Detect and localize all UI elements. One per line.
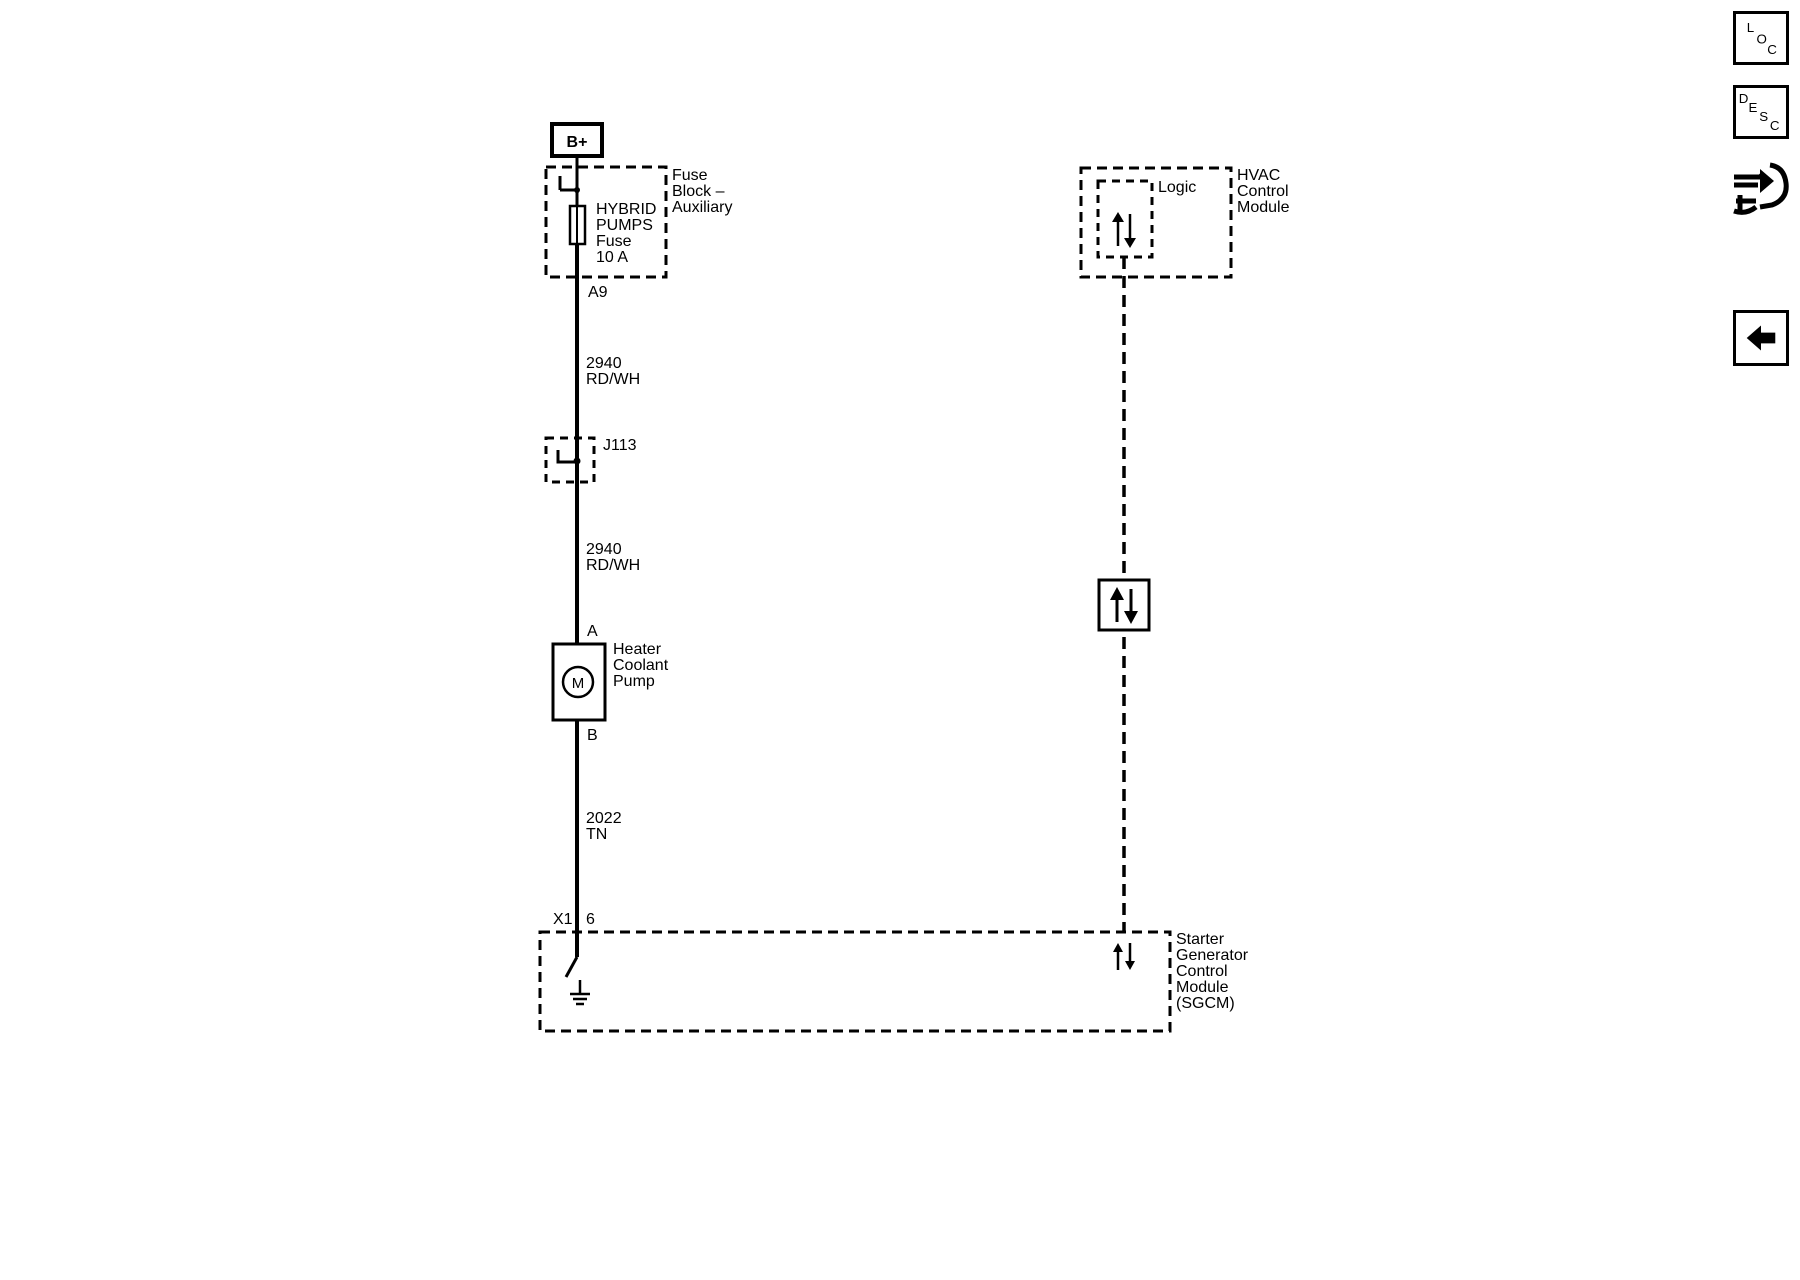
- sgcm-module: X1 6 Starter Generator Control Module (S…: [538, 911, 1253, 1033]
- desc-button[interactable]: D E S C: [1733, 85, 1789, 139]
- svg-text:L: L: [1747, 20, 1754, 35]
- fuse-block: Fuse Block – Auxiliary HYBRID PUMPS Fuse…: [544, 156, 732, 301]
- bidirectional-arrow-icon: [1112, 212, 1136, 248]
- connector-end-view-button[interactable]: [1730, 155, 1792, 225]
- pump-pin-a: A: [587, 623, 598, 640]
- splice-label: J113: [603, 437, 637, 454]
- wire-2-label: 2940 RD/WH: [586, 541, 640, 574]
- power-label: B+: [567, 134, 588, 151]
- sgcm-connector: X1: [553, 911, 573, 928]
- power-source: B+: [550, 122, 604, 158]
- description-icon: D E S C: [1739, 91, 1780, 133]
- back-arrow-icon: [1746, 325, 1776, 351]
- svg-text:C: C: [1770, 118, 1780, 133]
- svg-text:S: S: [1759, 109, 1768, 124]
- hvac-label: HVAC Control Module: [1237, 167, 1293, 216]
- svg-text:E: E: [1749, 100, 1758, 115]
- location-icon: L O C: [1747, 20, 1777, 57]
- ground-icon: [570, 980, 590, 1006]
- serial-data-icon: [1097, 578, 1151, 632]
- motor-symbol: M: [572, 675, 585, 692]
- motor-icon: [561, 665, 595, 699]
- svg-text:C: C: [1767, 42, 1777, 57]
- sgcm-bidirectional-icon: [1113, 943, 1135, 970]
- svg-text:O: O: [1757, 31, 1767, 46]
- heater-coolant-pump: A M Heater Coolant Pump B: [551, 623, 673, 744]
- fuse-label: HYBRID PUMPS Fuse 10 A: [596, 201, 661, 266]
- pump-pin-b: B: [587, 727, 598, 744]
- sgcm-pin: 6: [586, 911, 595, 928]
- wire-3-label: 2022 TN: [586, 810, 626, 843]
- fuse-block-label: Fuse Block – Auxiliary: [672, 167, 732, 216]
- sgcm-label: Starter Generator Control Module (SGCM): [1176, 931, 1253, 1012]
- pump-label: Heater Coolant Pump: [613, 641, 673, 690]
- connector-wrench-icon: [1733, 162, 1789, 215]
- hvac-control-module: Logic HVAC Control Module: [1079, 166, 1293, 279]
- logic-label: Logic: [1158, 179, 1196, 196]
- splice-j113: J113: [544, 436, 637, 484]
- wire-1-label: 2940 RD/WH: [586, 355, 640, 388]
- back-button[interactable]: [1733, 310, 1789, 366]
- fuse-block-pin: A9: [588, 284, 608, 301]
- loc-button[interactable]: L O C: [1733, 11, 1789, 65]
- svg-text:D: D: [1739, 91, 1749, 106]
